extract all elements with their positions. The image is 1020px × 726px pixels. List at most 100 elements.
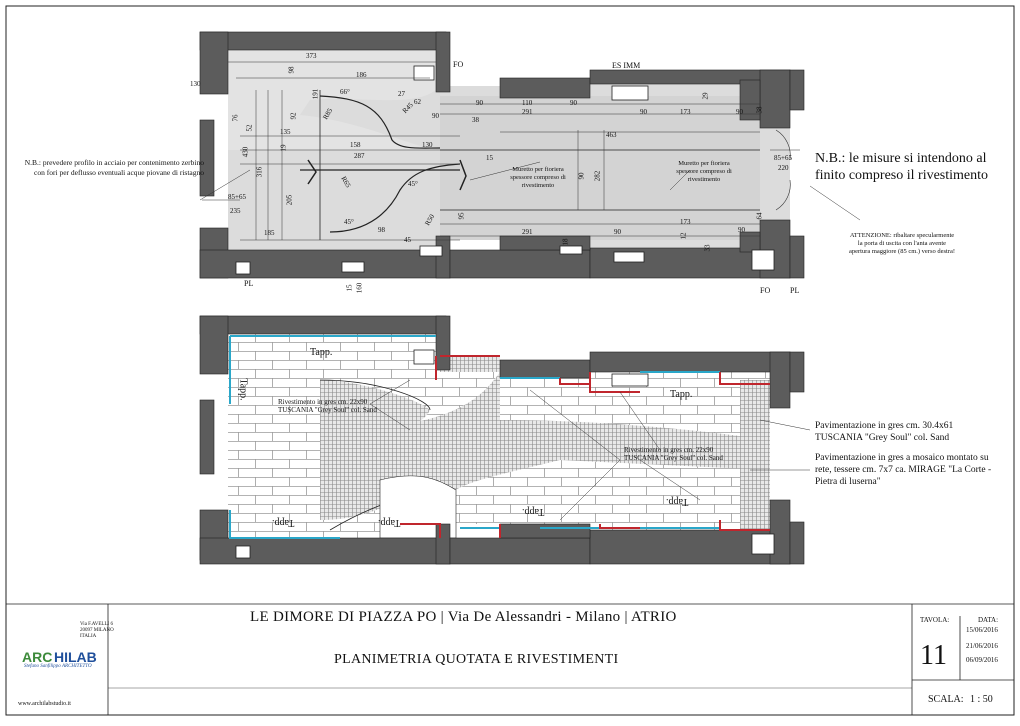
dim-label: 12: [679, 232, 688, 240]
dim-label: 185: [264, 229, 275, 237]
dim-label: 158: [350, 141, 361, 149]
scala-label: SCALA:: [928, 694, 964, 705]
walls-bottom: [199, 315, 805, 565]
tapp-label: Tapp.: [522, 506, 545, 517]
pl-label-right: PL: [790, 286, 800, 295]
dim-label: 110: [522, 99, 533, 107]
dim-label: 173: [680, 218, 691, 226]
logo-subtitle: Stefano Sanfilippo ARCHITETTO: [24, 664, 92, 669]
dim-label: 18: [561, 238, 570, 246]
dim-label: 98: [378, 226, 385, 234]
dim-label: 90: [640, 108, 647, 116]
dim-label: 98: [287, 66, 296, 74]
address-line-3: ITALIA: [80, 634, 97, 639]
dim-label: 15: [486, 154, 493, 162]
walls-top: [199, 31, 805, 279]
dim-label: 220: [778, 164, 789, 172]
dim-label: 90: [476, 99, 483, 107]
pavimentazione-mosaico-note: Pavimentazione in gres a mosaico montato…: [815, 453, 992, 487]
muretto-note-1: Muretto per fioriera spessore compreso d…: [510, 166, 566, 189]
dim-label: 45: [404, 236, 411, 244]
date-3: 06/09/2016: [966, 656, 998, 664]
dim-label: 76: [231, 114, 240, 122]
fo-label-bottom: FO: [760, 286, 771, 295]
dim-label: 92: [289, 112, 298, 120]
fo-label-top: FO: [453, 60, 464, 69]
title-block: [6, 603, 1014, 715]
date-2: 21/06/2016: [966, 642, 998, 650]
dim-label: 66°: [340, 88, 350, 96]
dim-label: 29: [701, 92, 710, 100]
dim-label: 160: [355, 282, 364, 294]
scala-value: 1 : 50: [970, 694, 993, 705]
dim-label: 287: [354, 152, 365, 160]
dim-label: 15: [345, 284, 354, 292]
es-imm-label: ES IMM: [612, 61, 641, 70]
floor-plan-finishes: [199, 315, 811, 565]
dim-label: 316: [255, 166, 264, 178]
dim-label: 52: [245, 124, 254, 132]
drawing-subtitle: PLANIMETRIA QUOTATA E RIVESTIMENTI: [334, 652, 619, 667]
dim-label: 64: [755, 212, 764, 220]
dim-label: 19: [279, 144, 288, 152]
tavola-number: 11: [920, 640, 947, 671]
tapp-label: Tapp.: [666, 496, 689, 507]
dim-label: 430: [241, 146, 250, 158]
dim-label: 90: [570, 99, 577, 107]
dim-label: 205: [285, 194, 294, 206]
dim-label: 85+65: [228, 193, 246, 201]
dim-label: 291: [522, 108, 533, 116]
drawing-title: LE DIMORE DI PIAZZA PO | Via De Alessand…: [250, 609, 677, 625]
nb-zerbino-note: N.B.: prevedere profilo in acciaio per c…: [24, 158, 204, 177]
dim-label: 62: [414, 98, 421, 106]
dim-label: 90: [577, 172, 586, 180]
data-label: DATA:: [978, 616, 999, 624]
pavimentazione-gres-note: Pavimentazione in gres cm. 30.4x61 TUSCA…: [815, 421, 954, 443]
dim-label: 90: [614, 228, 621, 236]
tapp-label: Tapp.: [310, 347, 333, 358]
dim-label: 373: [306, 52, 317, 60]
dim-label: 191: [311, 88, 320, 100]
muretto-note-2: Muretto per fioriera spessore compreso d…: [676, 160, 732, 183]
tapp-label: Tapp.: [237, 378, 249, 401]
pl-label-left: PL: [244, 279, 254, 288]
svg-text:ARC: ARC: [22, 649, 52, 665]
archilab-logo: ARC HILAB: [22, 649, 97, 665]
tapp-label: Tapp.: [670, 389, 693, 400]
date-1: 15/06/2016: [966, 626, 998, 634]
dim-label: 45°: [344, 218, 354, 226]
dim-label: 130: [190, 80, 201, 88]
attenzione-note: ATTENZIONE: ribaltare specularmente la p…: [848, 232, 956, 255]
rivestimento-note-1: Rivestimento in gres cm. 22x90 TUSCANIA …: [278, 398, 377, 414]
dim-label: 33: [703, 244, 712, 252]
dim-label: 291: [522, 228, 533, 236]
dim-label: 173: [680, 108, 691, 116]
dim-label: 27: [398, 90, 405, 98]
nb-misure-note: N.B.: le misure si intendono al finito c…: [815, 151, 989, 183]
dim-label: 235: [230, 207, 241, 215]
dim-label: 38: [472, 116, 479, 124]
dim-label: 85+65: [774, 154, 792, 162]
floor-plan-dimensioned: [199, 31, 861, 279]
dim-label: 90: [738, 226, 745, 234]
dim-label: 282: [593, 170, 602, 182]
dim-label: 130: [422, 141, 433, 149]
dim-label: 90: [736, 108, 743, 116]
dim-label: 45°: [408, 180, 418, 188]
dim-label: 463: [606, 131, 617, 139]
website-link[interactable]: www.archilabstudio.it: [18, 701, 71, 707]
tapp-label: Tapp.: [378, 517, 401, 528]
sheet-border: [5, 5, 1015, 716]
dim-label: 90: [432, 112, 439, 120]
rivestimento-note-2: Rivestimento in gres cm. 22x90 TUSCANIA …: [624, 446, 723, 462]
address-line-1: Via F.AVELLI 6: [80, 622, 113, 627]
dim-label: 95: [457, 212, 466, 220]
address-line-2: 20097 MILANO: [80, 628, 114, 633]
tavola-label: TAVOLA:: [920, 616, 950, 624]
dim-label: 38: [755, 106, 764, 114]
tapp-label: Tapp.: [272, 517, 295, 528]
dim-label: 186: [356, 71, 367, 79]
svg-text:HILAB: HILAB: [54, 649, 97, 665]
